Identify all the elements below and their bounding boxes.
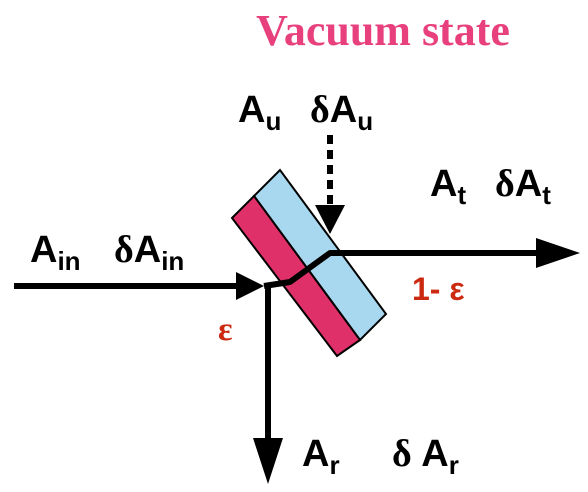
vacuum-amplitude-sub: u	[265, 106, 281, 136]
diagram-title: Vacuum state	[256, 6, 510, 55]
vacuum-beam	[315, 135, 345, 234]
reflected-label: Ar δ Ar	[302, 433, 459, 480]
svg-text:Ar: Ar	[302, 433, 340, 480]
input-amplitude: A	[30, 229, 57, 271]
input-label: Ain δAin	[30, 229, 184, 276]
vacuum-noise: A	[330, 89, 357, 131]
reflection-coefficient: ε	[218, 311, 233, 348]
transmitted-label: At δAt	[430, 163, 551, 210]
vacuum-noise-sub: u	[357, 106, 373, 136]
vacuum-label: Au δAu	[238, 89, 373, 136]
reflected-noise-sub: r	[449, 450, 459, 480]
input-beam	[14, 250, 538, 300]
reflected-beam	[253, 286, 283, 484]
svg-text:δAin: δAin	[114, 229, 184, 276]
reflected-arrowhead	[253, 438, 283, 484]
transmitted-amplitude: A	[430, 163, 457, 205]
input-noise-delta: δ	[114, 229, 134, 271]
svg-text:δAt: δAt	[495, 163, 551, 210]
transmitted-arrowhead	[536, 238, 580, 268]
vacuum-amplitude: A	[238, 89, 265, 131]
vacuum-arrowhead	[315, 205, 345, 234]
input-amplitude-sub: in	[57, 246, 80, 276]
vacuum-noise-delta: δ	[310, 89, 330, 131]
input-noise-sub: in	[161, 246, 184, 276]
input-noise: A	[134, 229, 161, 271]
svg-text:δAu: δAu	[310, 89, 373, 136]
input-arrowhead	[236, 272, 264, 300]
svg-text:Au: Au	[238, 89, 281, 136]
transmitted-noise: A	[515, 163, 542, 205]
beam-splitter	[230, 168, 388, 358]
transmitted-noise-delta: δ	[495, 163, 515, 205]
transmitted-noise-sub: t	[542, 180, 551, 210]
svg-text:At: At	[430, 163, 466, 210]
svg-text:δ Ar: δ Ar	[392, 433, 459, 480]
reflected-amplitude-sub: r	[329, 450, 339, 480]
reflected-noise-delta: δ	[392, 433, 421, 475]
reflected-noise: A	[421, 433, 448, 475]
transmitted-amplitude-sub: t	[457, 180, 466, 210]
transmission-coefficient: 1- ε	[412, 271, 465, 307]
svg-text:Ain: Ain	[30, 229, 81, 276]
reflected-amplitude: A	[302, 433, 329, 475]
